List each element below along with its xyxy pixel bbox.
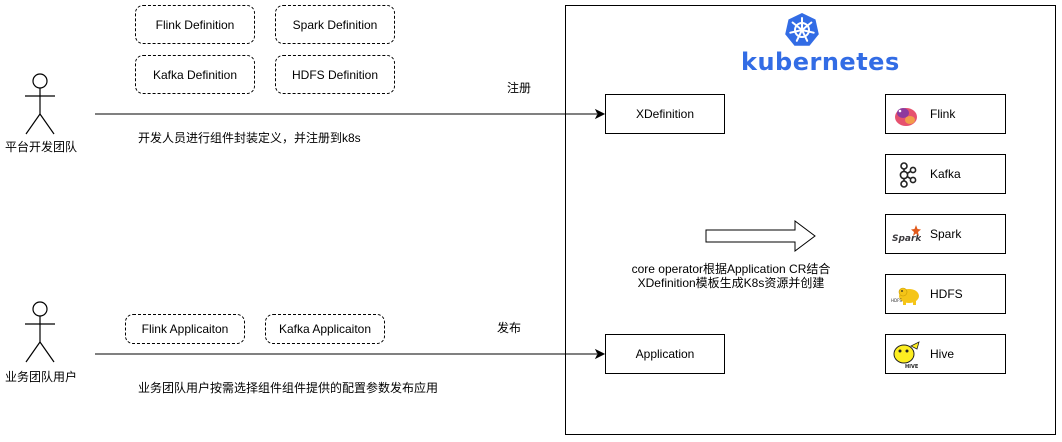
spark-definition-box: Spark Definition <box>275 5 395 44</box>
kubernetes-cluster-frame <box>565 5 1056 435</box>
flink-component-box: Flink <box>885 94 1006 134</box>
hdfs-definition-label: HDFS Definition <box>291 67 379 82</box>
flink-icon <box>895 108 917 126</box>
hdfs-component-box: HDFS HDFS <box>885 274 1006 314</box>
spark-icon: Spark <box>892 225 921 244</box>
kafka-definition-box: Kafka Definition <box>135 55 255 94</box>
hdfs-icon: HDFS <box>891 287 919 305</box>
flink-application-label: Flink Applicaiton <box>141 322 229 336</box>
xdefinition-label: XDefinition <box>635 107 695 121</box>
operator-note-line2: XDefinition模板生成K8s资源并创建 <box>637 276 825 290</box>
business-team-label: 业务团队用户 <box>5 370 78 384</box>
hive-icon: HIVE <box>893 341 920 370</box>
platform-team-actor-icon <box>25 73 55 135</box>
flink-definition-label: Flink Definition <box>155 17 235 32</box>
flink-component-label: Flink <box>930 107 956 121</box>
svg-text:HIVE: HIVE <box>905 364 919 370</box>
application-box: Application <box>605 334 725 374</box>
kubernetes-wordmark: kubernetes <box>741 48 900 76</box>
operator-note: core operator根据Application CR结合 XDefinit… <box>600 262 862 290</box>
business-description: 业务团队用户按需选择组件组件提供的配置参数发布应用 <box>138 381 439 395</box>
kubernetes-logo-icon <box>785 13 819 46</box>
hive-component-label: Hive <box>930 347 955 361</box>
kafka-component-label: Kafka <box>930 167 961 181</box>
svg-text:HDFS: HDFS <box>891 298 902 303</box>
register-arrow-head <box>594 108 606 120</box>
application-label: Application <box>635 347 695 361</box>
svg-text:Spark: Spark <box>892 234 921 244</box>
platform-description: 开发人员进行组件封装定义，并注册到k8s <box>138 131 361 145</box>
platform-team-label: 平台开发团队 <box>5 140 78 154</box>
kafka-application-label: Kafka Applicaiton <box>278 322 372 336</box>
operator-note-line1: core operator根据Application CR结合 <box>631 262 831 276</box>
generate-block-arrow <box>705 220 816 252</box>
xdefinition-box: XDefinition <box>605 94 725 134</box>
flink-application-box: Flink Applicaiton <box>125 314 245 344</box>
spark-definition-label: Spark Definition <box>292 17 378 32</box>
hdfs-definition-box: HDFS Definition <box>275 55 395 94</box>
business-team-actor-icon <box>25 301 55 363</box>
spark-component-label: Spark <box>930 227 962 241</box>
publish-label: 发布 <box>497 321 522 335</box>
flink-definition-box: Flink Definition <box>135 5 255 44</box>
kafka-application-box: Kafka Applicaiton <box>265 314 385 344</box>
kafka-icon <box>899 162 917 188</box>
register-label: 注册 <box>507 81 532 95</box>
kafka-definition-label: Kafka Definition <box>152 67 238 82</box>
hive-component-box: HIVE Hive <box>885 334 1006 374</box>
kafka-component-box: Kafka <box>885 154 1006 194</box>
hdfs-component-label: HDFS <box>930 287 963 301</box>
publish-arrow-head <box>594 348 606 360</box>
spark-component-box: Spark Spark <box>885 214 1006 254</box>
